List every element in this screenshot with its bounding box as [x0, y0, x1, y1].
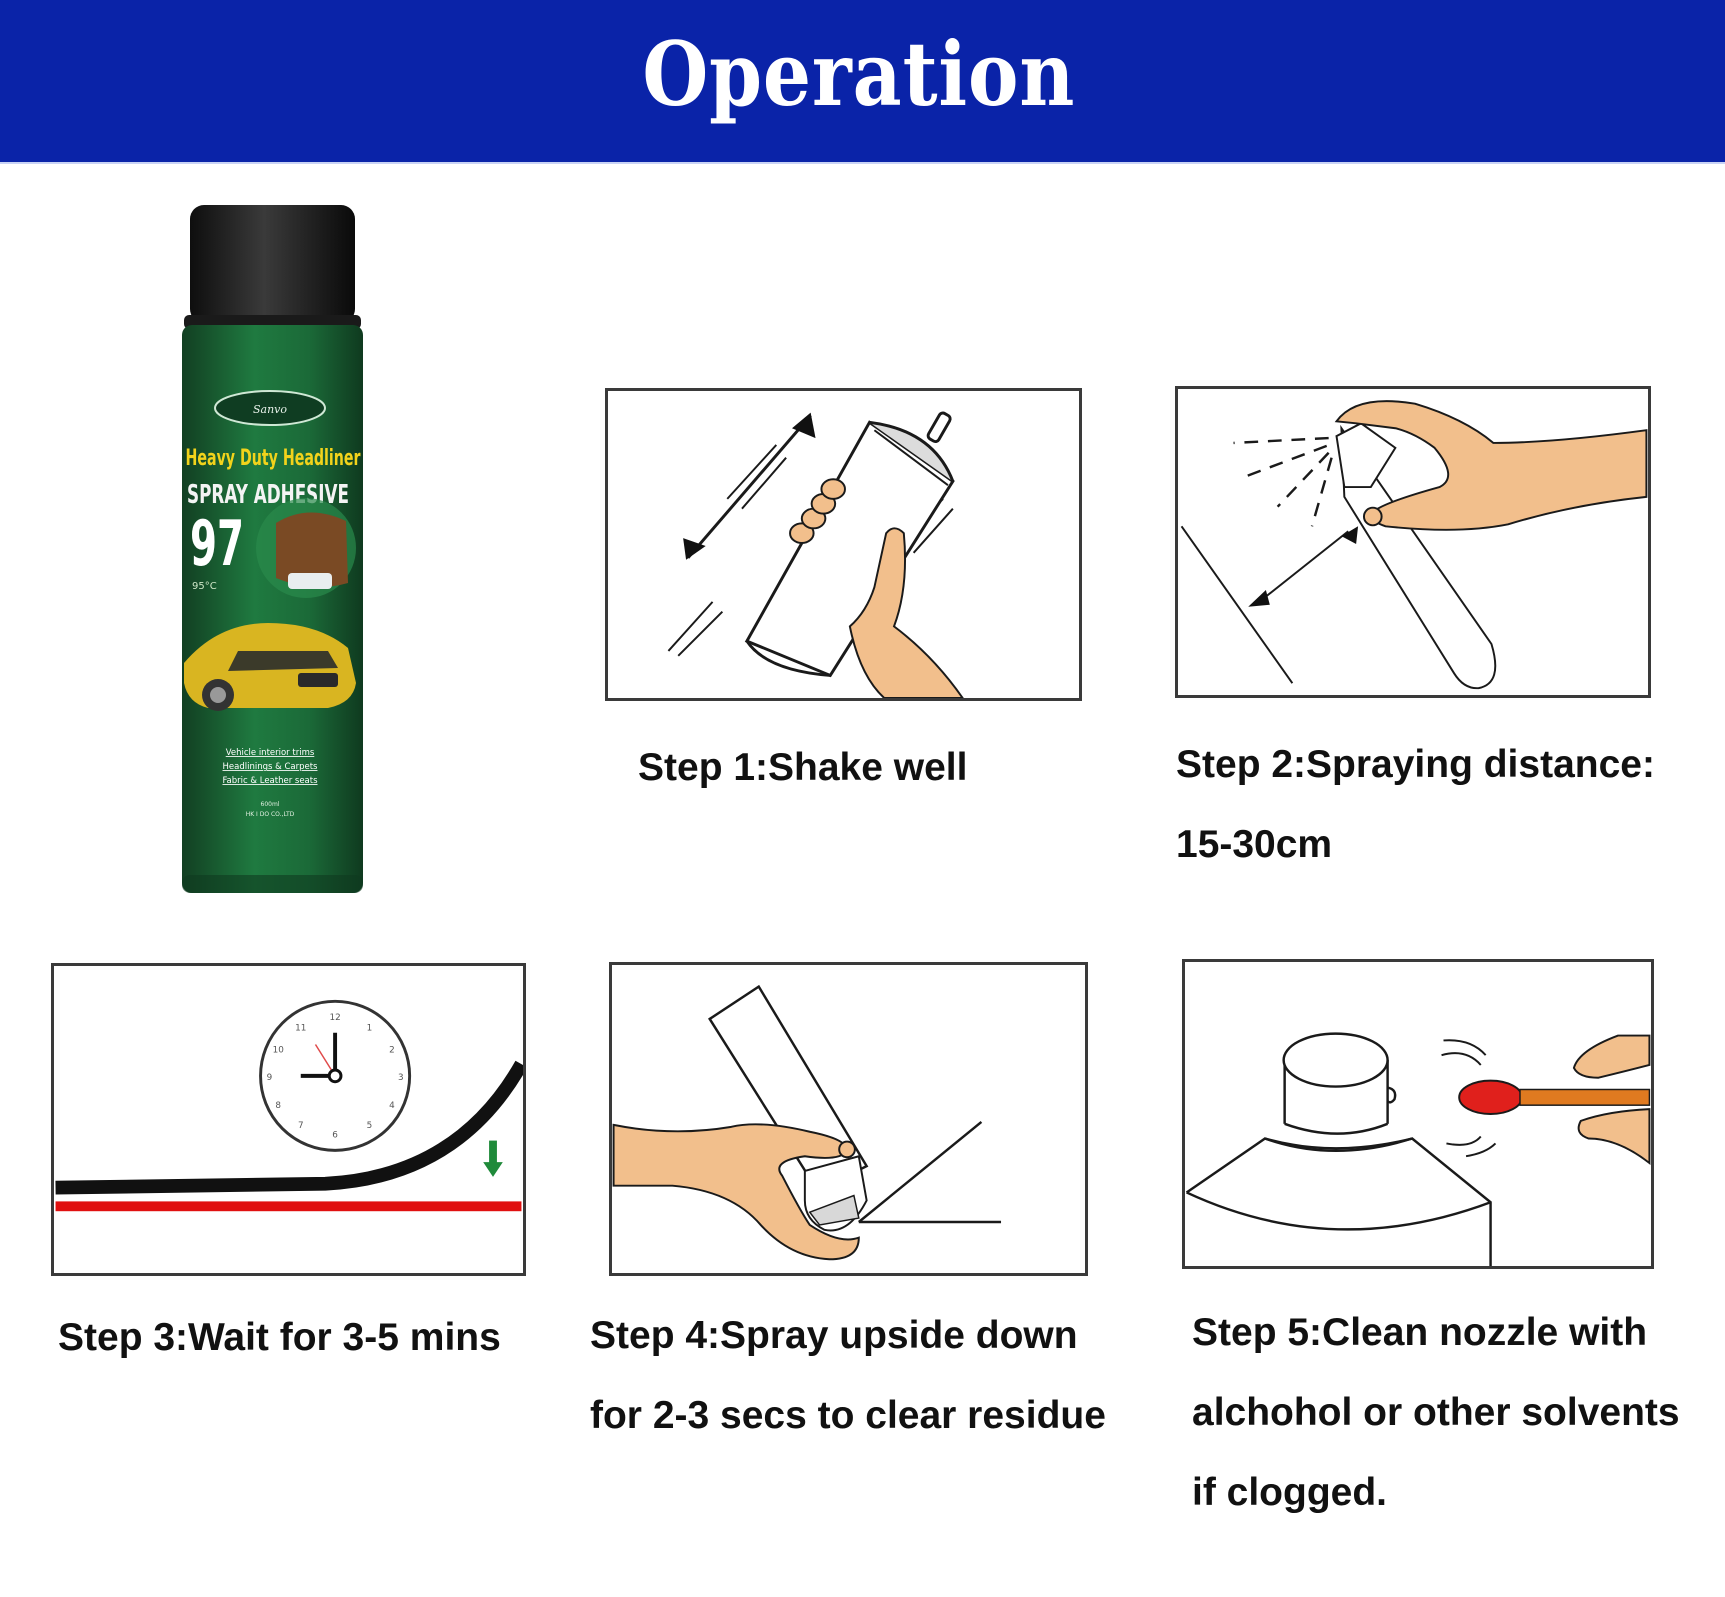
spray-upside-down-illustration — [612, 984, 1002, 1261]
svg-text:Heavy Duty Headliner: Heavy Duty Headliner — [186, 446, 361, 471]
svg-text:7: 7 — [298, 1121, 304, 1131]
step-4-frame — [609, 962, 1088, 1276]
svg-text:3: 3 — [398, 1073, 404, 1083]
step-2-frame — [1175, 386, 1651, 698]
svg-text:1: 1 — [367, 1024, 373, 1034]
spray-can-icon: Sanvo Heavy Duty Headliner SPRAY ADHESIV… — [182, 205, 363, 893]
step-5-caption-line-1: Step 5:Clean nozzle with — [1192, 1311, 1648, 1354]
header-banner: Operation — [0, 0, 1725, 164]
svg-text:2: 2 — [389, 1045, 395, 1055]
step-2-caption-line-1: Step 2:Spraying distance: — [1176, 743, 1655, 786]
svg-text:Sanvo: Sanvo — [253, 403, 287, 416]
svg-text:95°C: 95°C — [192, 581, 217, 592]
svg-text:10: 10 — [273, 1045, 285, 1055]
page-title: Operation — [642, 22, 1076, 126]
svg-text:97: 97 — [190, 507, 244, 580]
step-2-caption-line-2: 15-30cm — [1176, 823, 1333, 866]
clean-nozzle-illustration — [1185, 1032, 1651, 1266]
step-4-caption-line-1: Step 4:Spray upside down — [590, 1314, 1078, 1357]
svg-text:9: 9 — [267, 1073, 273, 1083]
shake-can-illustration — [667, 411, 964, 698]
svg-text:8: 8 — [275, 1101, 281, 1111]
svg-text:Vehicle interior trims: Vehicle interior trims — [226, 748, 315, 758]
step-5-caption-line-3: if clogged. — [1192, 1471, 1387, 1514]
step-5-caption-line-2: alchohol or other solvents — [1192, 1391, 1680, 1434]
down-arrow-icon — [483, 1140, 503, 1177]
svg-text:600ml: 600ml — [261, 801, 280, 808]
svg-text:6: 6 — [332, 1131, 338, 1141]
step-1-caption: Step 1:Shake well — [638, 746, 968, 789]
step-4-caption-line-2: for 2-3 secs to clear residue — [590, 1394, 1106, 1437]
product-can-image: Sanvo Heavy Duty Headliner SPRAY ADHESIV… — [178, 203, 368, 898]
svg-text:4: 4 — [389, 1101, 395, 1111]
step-3-caption: Step 3:Wait for 3-5 mins — [58, 1316, 501, 1359]
svg-text:Fabric & Leather seats: Fabric & Leather seats — [222, 776, 318, 786]
step-1-frame — [605, 388, 1082, 701]
spray-distance-illustration — [1180, 400, 1648, 690]
svg-text:5: 5 — [367, 1121, 373, 1131]
svg-text:12: 12 — [329, 1013, 340, 1023]
svg-text:11: 11 — [295, 1024, 306, 1034]
step-5-frame — [1182, 959, 1654, 1269]
svg-text:Headlinings & Carpets: Headlinings & Carpets — [223, 762, 319, 772]
svg-text:HK I DO CO.,LTD: HK I DO CO.,LTD — [246, 811, 295, 818]
